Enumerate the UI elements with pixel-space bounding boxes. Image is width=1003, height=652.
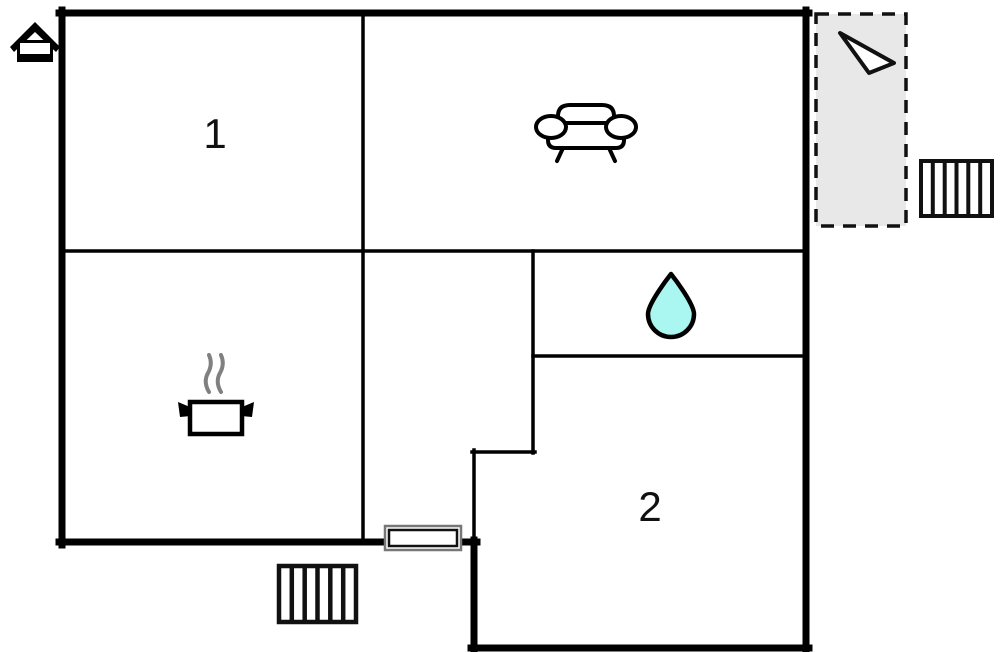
house-roof (10, 22, 60, 52)
sofa-icon (534, 103, 638, 163)
terrace-area (814, 12, 908, 228)
water-drop-icon (645, 271, 697, 340)
sofa-leg-right (607, 146, 617, 163)
stairs-icon-bottom (276, 563, 359, 625)
stairs-bottom-steps (289, 566, 346, 622)
room-label-1: 1 (203, 110, 226, 157)
water-drop-shape (645, 271, 697, 340)
house-window (20, 43, 50, 54)
room-label-2: 2 (638, 483, 661, 530)
pot-body (187, 399, 245, 437)
door-frame-inner (387, 528, 459, 548)
sofa-arm-right (604, 114, 638, 140)
stairs-icon-right (919, 159, 994, 218)
sofa-arm-left (534, 114, 568, 140)
door-icon (383, 524, 463, 552)
cooking-pot-icon (178, 353, 254, 437)
exterior-walls (55, 6, 813, 652)
sofa-backrest (556, 103, 616, 134)
house-icon (10, 22, 60, 62)
sofa-leg-left (555, 146, 565, 163)
north-arrow-icon (838, 31, 896, 75)
pot-steam (203, 353, 225, 394)
interior-walls (60, 11, 808, 546)
stairs-right-steps (930, 161, 983, 216)
